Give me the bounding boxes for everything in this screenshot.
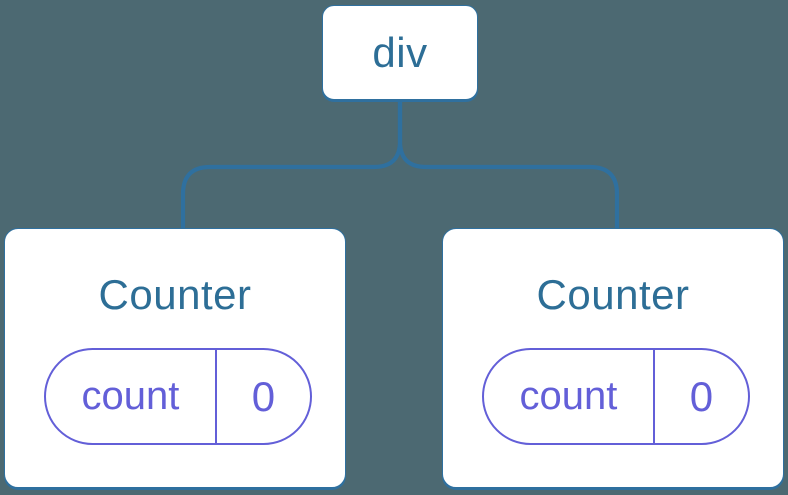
state-key-label: count bbox=[81, 374, 180, 418]
counter-right-title: Counter bbox=[536, 271, 690, 318]
counter-left-title: Counter bbox=[98, 271, 252, 318]
tree-node-counter-left: Counter count 0 bbox=[4, 228, 346, 488]
state-pill-divider bbox=[214, 350, 217, 443]
edge-root-to-left-child bbox=[180, 100, 403, 228]
state-key-label: count bbox=[519, 374, 618, 418]
counter-left-state-pill: count 0 bbox=[44, 348, 312, 445]
edge-root-to-right-child bbox=[397, 100, 620, 228]
state-value: 0 bbox=[689, 372, 714, 420]
state-pill-divider bbox=[652, 350, 655, 443]
tree-node-div: div bbox=[322, 5, 478, 100]
state-value: 0 bbox=[251, 372, 276, 420]
div-node-label: div bbox=[372, 28, 428, 76]
counter-right-state-pill: count 0 bbox=[482, 348, 750, 445]
tree-node-counter-right: Counter count 0 bbox=[442, 228, 784, 488]
